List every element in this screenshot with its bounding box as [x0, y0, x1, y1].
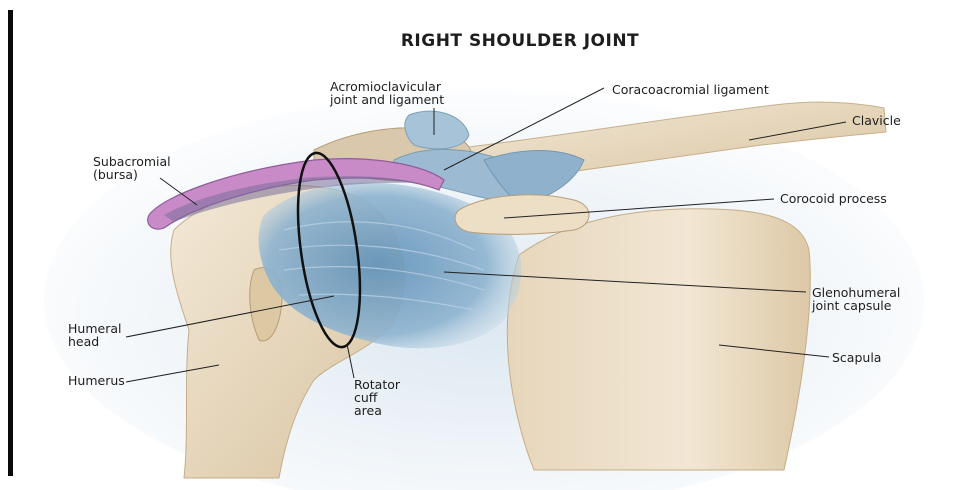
shoulder-illustration	[14, 0, 978, 490]
label-acromioclavicular: Acromioclavicular joint and ligament	[330, 80, 444, 106]
label-scapula: Scapula	[832, 351, 881, 364]
left-border-bar	[8, 10, 13, 476]
label-corocoid-process: Corocoid process	[780, 192, 887, 205]
label-rotator-cuff: Rotator cuff area	[354, 378, 400, 417]
figure-title: RIGHT SHOULDER JOINT	[350, 31, 690, 51]
label-subacromial-bursa: Subacromial (bursa)	[93, 155, 171, 181]
label-humerus: Humerus	[68, 374, 125, 387]
scapula-bone	[507, 209, 810, 470]
label-clavicle: Clavicle	[852, 114, 901, 127]
shoulder-anatomy-figure: RIGHT SHOULDER JOINT Acromioclavicular j…	[14, 0, 978, 490]
label-humeral-head: Humeral head	[68, 322, 121, 348]
label-glenohumeral-capsule: Glenohumeral joint capsule	[812, 286, 900, 312]
label-coracoacromial-ligament: Coracoacromial ligament	[612, 83, 769, 96]
